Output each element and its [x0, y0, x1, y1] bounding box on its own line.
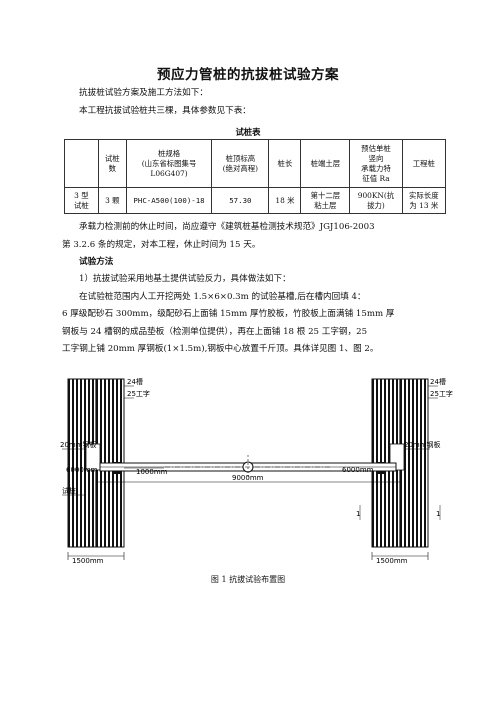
layout-drawing: 24槽 25工字 24槽 25工字 20mm钢板 20mm钢板 6000mm 6… [60, 377, 453, 565]
label-25-ibeam-left: 25工字 [127, 389, 150, 398]
label-6000-left: 6000mm [66, 466, 98, 474]
cell-soil: 第十二层粘土层 [300, 187, 351, 214]
cell-engineering-pile: 实际长度为 13 米 [401, 187, 447, 214]
cell-capacity: 900KN(抗拔力) [349, 187, 403, 214]
label-1500-right: 1500mm [376, 557, 408, 565]
header-cell-length: 桩长 [268, 139, 302, 188]
paragraph-rest-period: 承载力检测前的休止时间，尚应遵守《建筑桩基检测技术规范》JGJ106-2003 [79, 222, 375, 232]
paragraph-method-2: 6 厚级配砂石 300mm，级配砂石上面铺 15mm 厚竹胶板，竹胶板上面满铺 … [62, 309, 395, 319]
cell-spec: PHC-A500(100)-18 [125, 187, 213, 214]
header-cell-engineering-pile: 工程桩 [401, 139, 447, 188]
paragraph-method-4: 工字钢上铺 20mm 厚钢板(1×1.5m),钢板中心放置千斤顶。具体详见图 1… [62, 344, 379, 354]
label-9000: 9000mm [232, 474, 264, 482]
label-test-pile: 试桩 [62, 486, 76, 495]
table-title: 试桩表 [235, 127, 261, 137]
cell-count: 3 颗 [97, 187, 127, 214]
header-cell-elevation: 桩顶标高(绝对高程) [211, 139, 270, 188]
header-cell-blank [64, 139, 99, 188]
label-24-channel-left: 24槽 [127, 377, 143, 386]
header-cell-capacity: 预估单桩竖向承载力特征值 Ra [349, 139, 403, 188]
intro-line-1: 抗拔桩试验方案及施工方法如下： [79, 88, 208, 98]
label-1500-left: 1500mm [72, 557, 104, 565]
label-section-1a: 1 [356, 510, 360, 518]
table-row: 3 型试桩 3 颗 PHC-A500(100)-18 57.30 18 米 第十… [64, 187, 447, 214]
left-steel-plate [85, 443, 101, 471]
cell-elevation: 57.30 [211, 187, 270, 214]
intro-line-2: 本工程抗拔试验桩共三棵，具体参数见下表： [79, 106, 251, 116]
cell-length: 18 米 [268, 187, 302, 214]
cell-type: 3 型试桩 [64, 187, 99, 214]
paragraph-method-3: 钢板与 24 槽钢的成品垫板（检测单位提供），再在上面铺 18 根 25 工字钢… [62, 327, 368, 337]
header-cell-count: 试桩数 [97, 139, 127, 188]
list-item-1: 1）抗拔试验采用地基土提供试验反力，具体做法如下： [79, 274, 291, 284]
paragraph-rest-period-cont: 第 3.2.6 条的规定，对本工程，休止时间为 15 天。 [62, 240, 261, 250]
label-6000-right: 6000mm [342, 466, 374, 474]
figure-caption: 图 1 抗拔试验布置图 [210, 575, 286, 584]
label-20mm-plate-right: 20mm钢板 [404, 440, 441, 449]
label-20mm-plate-left: 20mm钢板 [60, 440, 97, 449]
section-heading: 试验方法 [79, 257, 114, 267]
paragraph-method-1: 在试验桩范围内人工开挖两处 1.5×6×0.3m 的试验基槽,后在槽内回填 4： [79, 292, 366, 302]
label-1000: 1000mm [136, 468, 168, 476]
label-25-ibeam-right: 25工字 [430, 389, 453, 398]
header-cell-soil: 桩端土层 [300, 139, 351, 188]
page-title: 预应力管桩的抗拔桩试验方案 [157, 67, 339, 83]
label-section-1b: 1 [436, 510, 440, 518]
label-24-channel-right: 24槽 [430, 377, 446, 386]
